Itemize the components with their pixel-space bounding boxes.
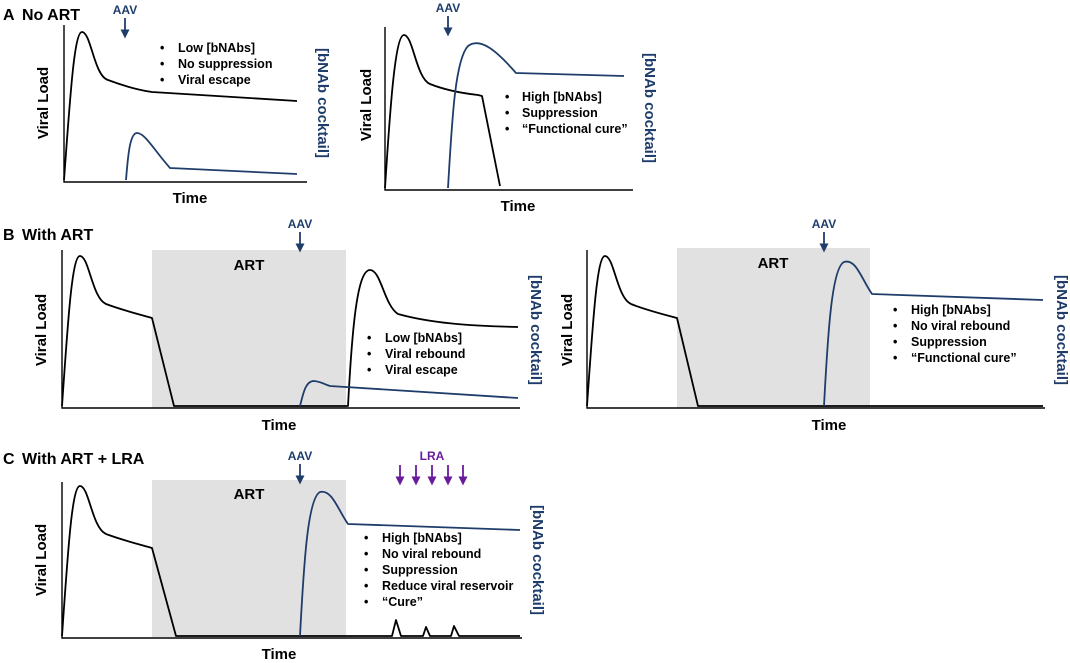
section-a-title: No ART (22, 7, 80, 24)
y-axis-label: Viral Load (559, 294, 576, 366)
lra-label: LRA (420, 449, 445, 463)
bnab-curve (125, 132, 298, 181)
y-axis-label: Viral Load (35, 67, 52, 139)
bullet-marker: • (364, 595, 368, 609)
axes (61, 250, 520, 409)
aav-label: AAV (436, 1, 460, 15)
bullet-text: Low [bNAbs] (385, 331, 462, 345)
bullet-marker: • (364, 547, 368, 561)
bullet-text: High [bNAbs] (522, 90, 602, 104)
bullet-marker: • (160, 41, 164, 55)
bullet-text: No viral rebound (382, 547, 481, 561)
bnab-axis-label: [bNAb cocktail] (314, 48, 331, 158)
aav-label: AAV (113, 3, 137, 17)
bullet-text: Viral escape (385, 363, 458, 377)
axes (61, 482, 522, 639)
bullet-text: Viral rebound (385, 347, 465, 361)
bullet-text: “Functional cure” (911, 351, 1017, 365)
panel-b1: ART AAV Viral Load Time [bNAb cocktail] … (33, 217, 544, 434)
bullet-marker: • (893, 319, 897, 333)
x-axis-label: Time (501, 198, 536, 215)
y-axis-label: Viral Load (358, 69, 375, 141)
viral-load-curve (586, 255, 1043, 407)
bullet-text: Suppression (382, 563, 458, 577)
bullet-list: • Low [bNAbs] • Viral rebound • Viral es… (367, 331, 465, 377)
bullet-text: High [bNAbs] (911, 303, 991, 317)
bnab-curve (299, 491, 521, 637)
bullet-text: Reduce viral reservoir (382, 579, 513, 593)
section-a: A No ART (3, 7, 80, 24)
bullet-text: Suppression (522, 106, 598, 120)
bullet-marker: • (160, 57, 164, 71)
bullet-marker: • (505, 106, 509, 120)
bullet-marker: • (367, 363, 371, 377)
bullet-marker: • (160, 73, 164, 87)
viral-load-curve (384, 34, 501, 189)
viral-load-curve (63, 31, 298, 181)
viral-load-curve (61, 255, 519, 407)
bullet-marker: • (367, 347, 371, 361)
bnab-axis-label: [bNAb cocktail] (527, 275, 544, 385)
panel-c1: ART AAV LRA Viral Load Time [bNAb cockta… (33, 449, 546, 663)
bullet-marker: • (893, 335, 897, 349)
axes (384, 27, 633, 191)
art-label: ART (234, 257, 265, 274)
art-label: ART (234, 486, 265, 503)
bnab-curve (823, 260, 1044, 407)
bnab-curve (447, 42, 625, 189)
bullet-text: “Functional cure” (522, 122, 628, 136)
bullet-text: No viral rebound (911, 319, 1010, 333)
y-axis-label: Viral Load (33, 294, 50, 366)
axes (586, 250, 1045, 409)
section-b: B With ART (3, 227, 93, 244)
bullet-text: Suppression (911, 335, 987, 349)
bnab-axis-label: [bNAb cocktail] (641, 53, 658, 163)
x-axis-label: Time (262, 417, 297, 434)
bullet-marker: • (893, 351, 897, 365)
section-b-letter: B (3, 227, 15, 244)
bullet-marker: • (505, 90, 509, 104)
section-a-letter: A (3, 7, 15, 24)
lra-arrows (395, 465, 468, 486)
bullet-marker: • (364, 563, 368, 577)
bullet-marker: • (364, 531, 368, 545)
bullet-marker: • (364, 579, 368, 593)
bnab-axis-label: [bNAb cocktail] (529, 505, 546, 615)
aav-label: AAV (288, 449, 312, 463)
panel-a2: AAV Viral Load Time [bNAb cocktail] • Hi… (358, 1, 658, 215)
bullet-text: “Cure” (382, 595, 423, 609)
axes (63, 25, 307, 183)
y-axis-label: Viral Load (33, 524, 50, 596)
viral-load-curve (61, 485, 520, 637)
bullet-list: • High [bNAbs] • Suppression • “Function… (505, 90, 628, 136)
aav-label: AAV (288, 217, 312, 231)
art-period-shade (677, 248, 870, 408)
bullet-marker: • (893, 303, 897, 317)
x-axis-label: Time (812, 417, 847, 434)
bullet-text: Low [bNAbs] (178, 41, 255, 55)
art-period-shade (152, 480, 346, 637)
section-c: C With ART + LRA (3, 451, 145, 468)
panel-b2: ART AAV Viral Load Time [bNAb cocktail] … (559, 217, 1070, 434)
art-label: ART (758, 255, 789, 272)
section-b-title: With ART (22, 227, 93, 244)
section-c-title: With ART + LRA (22, 451, 145, 468)
bullet-marker: • (505, 122, 509, 136)
bnab-curve (299, 380, 519, 407)
bullet-list: • High [bNAbs] • No viral rebound • Supp… (893, 303, 1017, 365)
bullet-list: • High [bNAbs] • No viral rebound • Supp… (364, 531, 513, 609)
panel-a1: AAV Viral Load Time [bNAb cocktail] • Lo… (35, 3, 331, 207)
x-axis-label: Time (173, 190, 208, 207)
bullet-marker: • (367, 331, 371, 345)
bullet-text: No suppression (178, 57, 272, 71)
x-axis-label: Time (262, 646, 297, 663)
section-c-letter: C (3, 451, 15, 468)
bullet-text: Viral escape (178, 73, 251, 87)
bullet-text: High [bNAbs] (382, 531, 462, 545)
aav-label: AAV (812, 217, 836, 231)
bnab-axis-label: [bNAb cocktail] (1053, 275, 1070, 385)
bullet-list: • Low [bNAbs] • No suppression • Viral e… (160, 41, 272, 87)
